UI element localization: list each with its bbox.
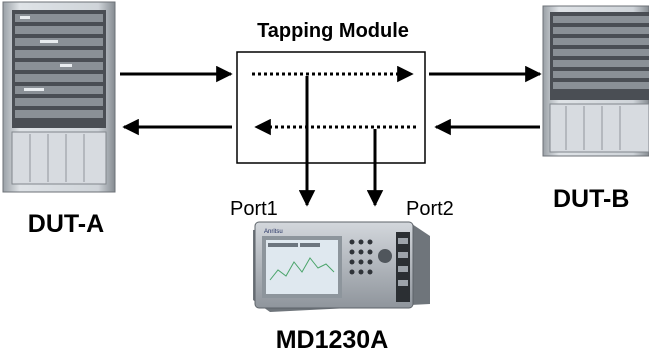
tapping-module-label: Tapping Module <box>257 20 409 42</box>
md1230a-analyzer-image: Anritsu <box>253 221 430 312</box>
tapping-module-box <box>236 51 426 164</box>
md1230a-label: MD1230A <box>276 326 389 354</box>
port1-label: Port1 <box>230 198 278 220</box>
dut-a-label: DUT-A <box>28 210 104 238</box>
analyzer-brand-text: Anritsu <box>264 229 283 235</box>
dut-b-label: DUT-B <box>553 185 629 213</box>
port2-label: Port2 <box>406 198 454 220</box>
dut-b-rack-image <box>542 5 649 157</box>
dut-a-rack-image <box>2 1 116 193</box>
